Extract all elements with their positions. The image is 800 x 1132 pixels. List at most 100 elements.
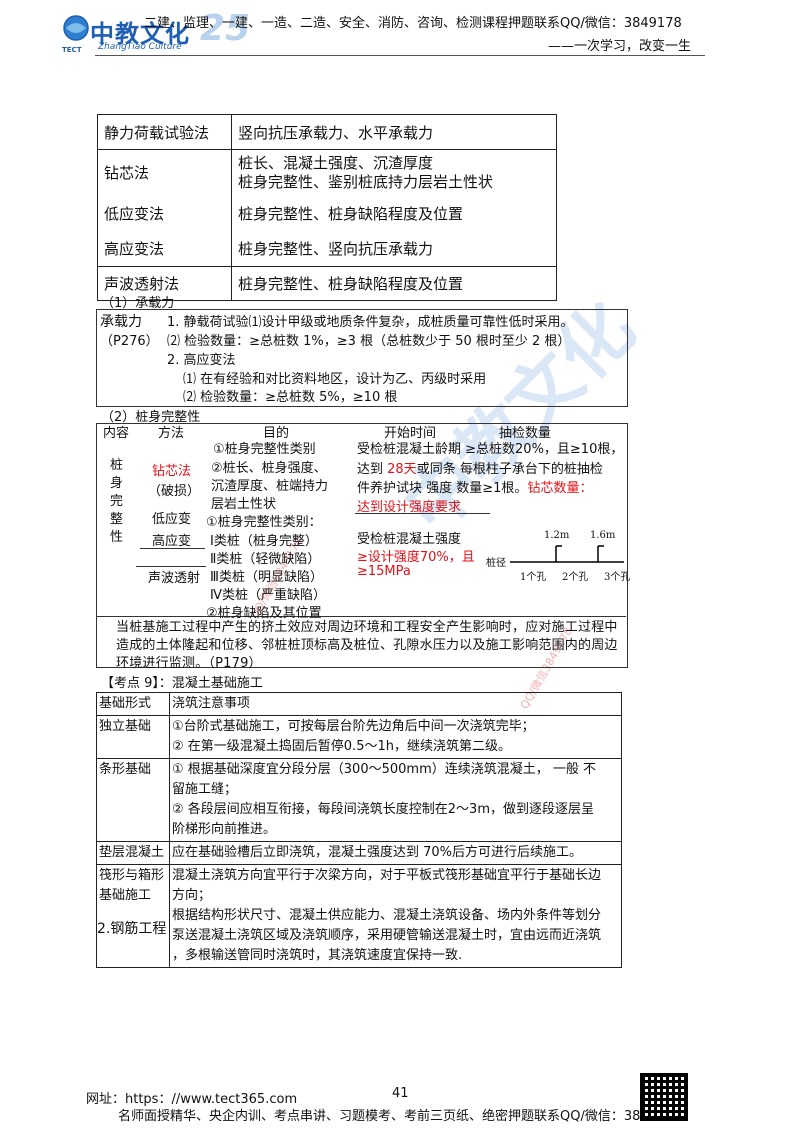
table-cell: 条形基础: [96, 758, 170, 842]
section-title: 2.钢筋工程: [97, 921, 167, 937]
cell-line: 留施工缝；: [172, 782, 238, 797]
header-contact: 二建、监理、一建、一造、二造、安全、消防、咨询、检测课程押题联系QQ/微信：38…: [144, 16, 682, 31]
content-label: 性: [110, 530, 124, 545]
time-line: 件养护试块 强度 数量≥1根。钻芯数量：: [357, 477, 592, 496]
table-row: 条形基础 ① 根据基础深度宜分段分层（300～500mm）连续浇筑混凝土， 一般…: [96, 758, 622, 842]
purpose-line: 层岩土性状: [211, 497, 277, 512]
highlight-text: 达到设计强度要求: [357, 500, 462, 515]
method-sonic: 声波透射: [148, 571, 201, 586]
diagram-lines: [510, 545, 624, 563]
bearing-capacity-box: [96, 309, 628, 407]
table-header: 基础形式: [96, 692, 170, 716]
header-divider: [95, 55, 705, 56]
table-row: 声波透射法 桩身完整性、桩身缺陷程度及位置: [97, 266, 557, 301]
footer-contact: 名师面授精华、央企内训、考点串讲、习题模考、考前三页纸、绝密押题联系QQ/微信：…: [118, 1109, 682, 1124]
purpose-line: ①桩身完整性类别: [213, 442, 316, 457]
text-line: 2. 高应变法: [167, 353, 236, 368]
table-cell: 筏形与箱形 基础施工: [96, 864, 170, 968]
logo-25th: 25: [200, 8, 251, 49]
globe-icon: [63, 15, 89, 41]
logo-text: 中教文化: [90, 20, 190, 48]
purpose-line: 沉渣厚度、桩端持力: [211, 479, 329, 494]
col-header: 开始时间: [384, 426, 437, 441]
hole-count-label: 3个孔: [604, 572, 631, 583]
time-line: 达到 28天或同条 每根柱子承台下的桩抽检: [357, 458, 603, 477]
topic-heading: 【考点 9】：混凝土基础施工: [101, 676, 263, 691]
cell-line: ① 根据基础深度宜分段分层（300～500mm）连续浇筑混凝土， 一般 不: [172, 762, 597, 777]
table-cell: 低应变法: [97, 195, 232, 231]
table-cell: 静力荷载试验法: [97, 114, 232, 150]
section-title: （1）承载力: [101, 296, 175, 311]
content-label: 整: [110, 512, 124, 527]
purpose-line: ②桩身缺陷及其位置: [206, 606, 322, 621]
method-core-drilling: 钻芯法: [152, 464, 192, 479]
purpose-line: Ⅱ类桩（轻微缺陷）: [210, 552, 321, 567]
table-cell: 钻芯法: [97, 149, 232, 196]
time-line: 受检桩混凝土龄期 ≥总桩数20%，且≥10根，: [357, 442, 624, 457]
divider: [96, 616, 626, 617]
cell-line: 筏形与箱形: [99, 868, 165, 883]
col-header: 方法: [158, 426, 185, 441]
core-hole-diagram: 桩径 1.2m 1.6m 1个孔 2个孔 3个孔: [486, 530, 630, 585]
table-row: 高应变法 桩身完整性、竖向抗压承载力: [97, 230, 557, 267]
cell-line: 桩长、混凝土强度、沉渣厚度: [238, 153, 434, 172]
col-header: 目的: [263, 426, 290, 441]
text-line: ⑵ 检验数量：≥总桩数 1%，≥3 根（总桩数少于 50 根时至少 2 根）: [167, 334, 571, 349]
website-url[interactable]: 网址：https：//www.tect365.com: [86, 1092, 298, 1107]
highlight-text: ≥15MPa: [357, 564, 411, 579]
purpose-line: Ⅰ类桩（桩身完整）: [210, 534, 318, 549]
purpose-line: ①桩身完整性类别：: [206, 515, 322, 530]
content-label: 完: [110, 494, 124, 509]
col-header: 内容: [103, 426, 130, 441]
logo-abbr: TECT: [62, 46, 82, 54]
diameter-label: 1.2m: [544, 530, 570, 541]
section-title: （2）桩身完整性: [101, 410, 201, 425]
table-row: 静力荷载试验法 竖向抗压承载力、水平承载力: [97, 114, 557, 150]
cell-line: ①台阶式基础施工，可按每层台阶先边角后中间一次浇筑完毕；: [172, 719, 535, 734]
time-line: 受检桩混凝土强度: [357, 532, 462, 547]
table-row: 筏形与箱形 基础施工 混凝土浇筑方向宜平行于次梁方向，对于平板式筏形基础宜平行于…: [96, 864, 622, 968]
underline: [136, 566, 206, 567]
hole-count-label: 1个孔: [520, 572, 547, 583]
text-span: 或同条 每根柱子承台下的桩抽检: [416, 462, 603, 477]
underline: [140, 548, 205, 549]
method-high-strain: 高应变: [152, 534, 192, 549]
table-cell: 混凝土浇筑方向宜平行于次梁方向，对于平板式筏形基础宜平行于基础长边 方向； 根据…: [169, 864, 622, 968]
text-line: 1. 静载荷试验⑴设计甲级或地质条件复杂，成桩质量可靠性低时采用。: [167, 315, 574, 330]
text-span: 达到: [357, 462, 388, 477]
table-row: 低应变法 桩身完整性、桩身缺陷程度及位置: [97, 195, 557, 231]
text-span: 件养护试块 强度 数量≥1根。: [357, 481, 528, 496]
table-cell: 高应变法: [97, 230, 232, 267]
box-label: 承载力: [100, 314, 142, 330]
table-cell: ① 根据基础深度宜分段分层（300～500mm）连续浇筑混凝土， 一般 不 留施…: [169, 758, 622, 842]
page-number: 41: [392, 1086, 409, 1101]
table-cell: 竖向抗压承载力、水平承载力: [231, 114, 557, 150]
highlight-text: 28天: [387, 462, 417, 477]
cell-line: 泵送混凝土浇筑区域及浇筑顺序，采用硬管输送混凝土时，宜由远而近浇筑: [172, 928, 602, 943]
content-label: 身: [110, 476, 124, 491]
table-cell: 桩身完整性、竖向抗压承载力: [231, 230, 557, 267]
table-header: 浇筑注意事项: [169, 692, 622, 716]
table-row: 垫层混凝土 应在基础验槽后立即浇筑，混凝土强度达到 70%后方可进行后续施工。: [96, 841, 622, 865]
logo-subtext: ZhangTiao Culture: [98, 42, 182, 52]
table-cell: 应在基础验槽后立即浇筑，混凝土强度达到 70%后方可进行后续施工。: [169, 841, 622, 865]
logo: 中教文化 ZhangTiao Culture TECT 25: [58, 8, 250, 56]
monitoring-note: 当桩基施工过程中产生的挤土效应对周边环境和工程安全产生影响时，应对施工过程中造成…: [116, 620, 618, 671]
purpose-line: Ⅲ类桩（明显缺陷）: [210, 570, 323, 585]
table-cell: 垫层混凝土: [96, 841, 170, 865]
table-cell: 独立基础: [96, 715, 170, 759]
cell-line: 桩身完整性、鉴别桩底持力层岩土性状: [238, 172, 494, 191]
qr-code-icon: [640, 1073, 688, 1121]
header-slogan: ——一次学习，改变一生: [548, 39, 692, 54]
concrete-foundation-table: 基础形式 浇筑注意事项 独立基础 ①台阶式基础施工，可按每层台阶先边角后中间一次…: [96, 692, 622, 968]
highlight-text: ≥设计强度70%，且: [357, 550, 475, 565]
pile-test-methods-table: 静力荷载试验法 竖向抗压承载力、水平承载力 钻芯法 桩长、混凝土强度、沉渣厚度 …: [97, 114, 557, 301]
col-header: 抽检数量: [499, 426, 552, 441]
hole-count-label: 2个孔: [562, 572, 589, 583]
purpose-line: Ⅳ类桩（严重缺陷）: [210, 588, 326, 603]
text-line: ⑴ 在有经验和对比资料地区，设计为乙、丙级时采用: [183, 372, 487, 387]
table-cell: ①台阶式基础施工，可按每层台阶先边角后中间一次浇筑完毕； ② 在第一级混凝土捣固…: [169, 715, 622, 759]
method-destructive: （破损）: [148, 484, 201, 499]
cell-line: 阶梯形向前推进。: [172, 822, 277, 837]
underline: [355, 513, 490, 514]
